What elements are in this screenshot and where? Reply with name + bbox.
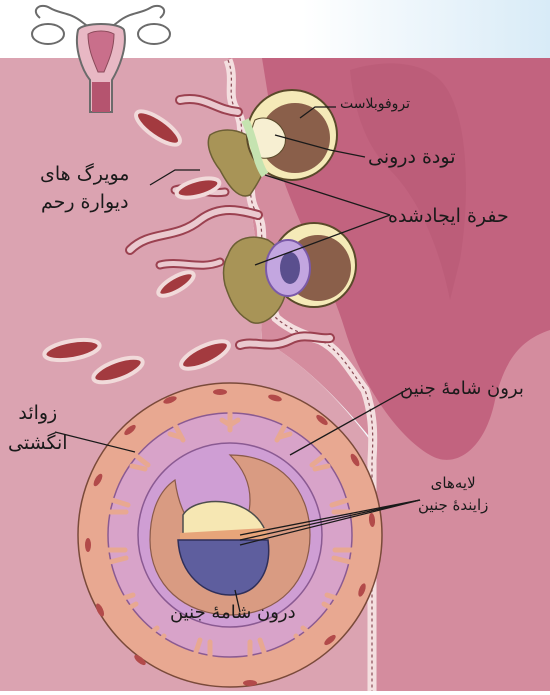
label-villi-line1: زوائد — [8, 398, 68, 428]
label-villi: زوائد انگشتی — [8, 398, 68, 458]
label-villi-line2: انگشتی — [8, 428, 68, 458]
label-chorion: برون شامهٔ جنین — [400, 378, 550, 399]
label-germ-layers: لایه‌های زایندهٔ جنین — [418, 472, 488, 516]
label-capillaries-line1: مویرگ های — [40, 160, 130, 188]
label-amnion: درون شامهٔ جنین — [170, 602, 296, 623]
label-trophoblast: تروفوبلاست — [340, 96, 410, 112]
label-capillaries: مویرگ های دیوارة رحم — [40, 160, 130, 216]
label-germ-layers-line2: زایندهٔ جنین — [418, 494, 488, 516]
label-germ-layers-line1: لایه‌های — [418, 472, 488, 494]
label-implantation-cavity: حفرة ایجادشده — [388, 205, 509, 227]
embryonic-disc — [280, 252, 300, 284]
label-capillaries-line2: دیوارة رحم — [40, 188, 130, 216]
label-inner-cell-mass: تودة درونی — [368, 146, 456, 168]
